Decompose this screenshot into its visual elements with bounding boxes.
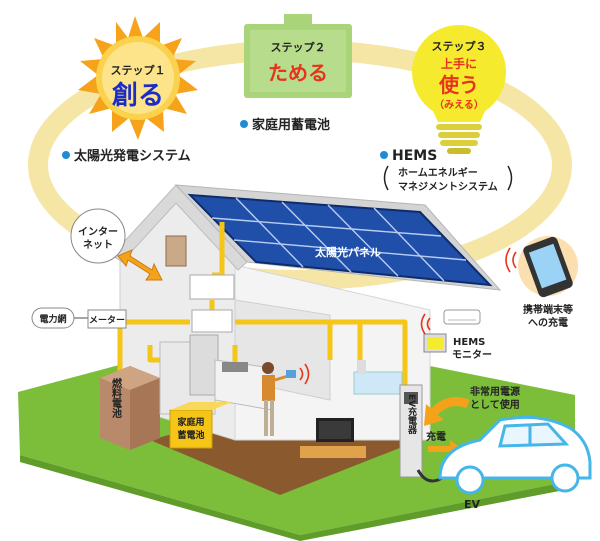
fuel-cell-unit — [100, 366, 160, 450]
bathtub — [353, 360, 403, 395]
paren-right — [507, 165, 513, 191]
legend-hems-sub2: マネジメントシステム — [398, 181, 498, 193]
home-battery-unit — [169, 402, 232, 449]
internet-label-line1: インター — [78, 226, 118, 238]
emergency-label-line1: 非常用電源 — [470, 385, 520, 398]
step2-label: ステップ２ — [271, 40, 326, 54]
ev-car-icon — [438, 415, 592, 495]
legend-solar-system: 太陽光発電システム — [73, 148, 191, 164]
hems-monitor-label-line2: モニター — [452, 349, 492, 361]
step1-verb: 創る — [112, 81, 164, 111]
wireless-signal-icon — [505, 247, 517, 273]
fuel-cell-label: 燃料電池 — [110, 377, 122, 419]
bullet-icon — [380, 151, 388, 159]
emergency-power-arrow-icon — [424, 397, 470, 426]
step1-label: ステップ１ — [111, 63, 166, 77]
legend-hems: HEMS — [392, 148, 437, 164]
solar-panel-label: 太陽光パネル — [314, 245, 381, 259]
step2-battery-icon — [244, 14, 352, 98]
hems-monitor-label-line1: HEMS — [453, 337, 485, 348]
legend-home-battery: 家庭用蓄電池 — [252, 117, 330, 133]
step2-verb: ためる — [268, 61, 328, 85]
step3-verb-note: （みえる） — [434, 98, 484, 111]
legend-hems-sub1: ホームエネルギー — [398, 166, 478, 179]
step3-verb-line1: 上手に — [441, 56, 477, 71]
tv-set — [300, 418, 366, 458]
home-battery-label-line2: 蓄電池 — [177, 429, 204, 441]
step1-sun-icon — [78, 16, 198, 140]
step3-label: ステップ３ — [432, 39, 487, 53]
internet-bubble — [70, 208, 126, 264]
home-battery-label-line1: 家庭用 — [177, 416, 204, 428]
wireless-signal-icon — [420, 313, 431, 335]
charge-label: 充電 — [426, 430, 446, 443]
smartphone-icon — [518, 236, 578, 298]
solar-panel-array — [187, 193, 493, 287]
internet-label-line2: ネット — [83, 239, 113, 251]
wireless-signal-icon — [299, 363, 310, 385]
ev-charger-unit — [399, 384, 423, 478]
step3-verb-line2: 使う — [438, 73, 479, 97]
power-conditioner-box — [189, 274, 235, 300]
ev-charger-label: EV充電器 — [406, 394, 418, 435]
distribution-board-box — [191, 309, 233, 333]
bullet-icon — [240, 120, 248, 128]
bullet-icon — [62, 151, 70, 159]
emergency-label-line2: として使用 — [470, 398, 520, 411]
meter-box — [87, 309, 127, 329]
mobile-charge-label-line1: 携帯端末等 — [523, 303, 573, 316]
step3-bulb-icon — [412, 25, 506, 154]
hems-monitor-device — [423, 333, 447, 353]
mobile-charge-label-line2: への充電 — [528, 316, 568, 329]
internet-arrow-icon — [117, 249, 163, 281]
person-figure — [262, 362, 296, 436]
meter-label: メーター — [89, 314, 125, 326]
ev-label: EV — [464, 498, 481, 511]
grid-label: 電力網 — [39, 313, 66, 325]
air-conditioner — [443, 309, 481, 325]
paren-left — [383, 165, 389, 191]
